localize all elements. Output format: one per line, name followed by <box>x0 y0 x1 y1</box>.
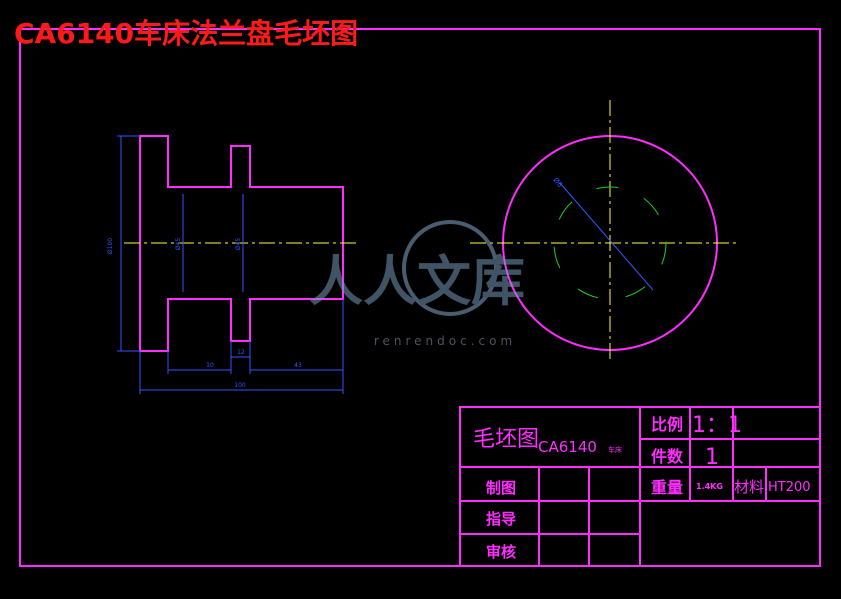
tb-weight-value: 1.4KG <box>696 482 723 491</box>
tb-scale-label: 比例 <box>651 415 683 434</box>
watermark-domain: renrendoc.com <box>374 334 516 348</box>
tb-scale-value: 1：1 <box>692 413 742 438</box>
dim-overall-text: 100 <box>234 382 246 389</box>
dim-12-text: 12 <box>237 349 245 356</box>
front-view: Ø100 Ø45 Ø45 10 12 43 100 <box>107 135 358 394</box>
watermark-logo-ring <box>402 220 498 316</box>
drawing-border <box>19 28 821 567</box>
watermark-chars: 人人文库 <box>309 250 525 313</box>
radial-dim-line <box>559 182 654 291</box>
tb-part-name: CA6140 <box>538 438 597 456</box>
dim-10-text: 10 <box>206 362 214 369</box>
tb-drawing-name: 毛坯图 <box>473 427 539 452</box>
tb-weight-label: 重量 <box>651 478 683 497</box>
dim-height-text: Ø100 <box>107 238 114 254</box>
tb-material-label: 材料 <box>734 478 764 496</box>
tb-review-label: 审核 <box>486 543 516 561</box>
dim-mid1-text: Ø45 <box>175 238 182 251</box>
tb-qty-value: 1 <box>705 445 719 470</box>
bolt-circle <box>553 186 667 300</box>
side-view: Ø6 <box>470 100 740 360</box>
title-block-text: 毛坯图 CA6140 车床 比例 1：1 件数 1 制图 重量 1.4KG 材料… <box>473 413 811 561</box>
tb-material-value: HT200 <box>768 480 811 495</box>
title-block <box>459 406 821 567</box>
watermark: 人人文库 renrendoc.com <box>309 220 525 348</box>
drawing-title: CA6140车床法兰盘毛坯图 <box>14 17 359 50</box>
radial-dim-text: Ø6 <box>551 176 564 189</box>
dim-mid2-text: Ø45 <box>235 238 242 251</box>
tb-part-suffix: 车床 <box>608 445 622 454</box>
tb-drawn-label: 制图 <box>486 479 516 497</box>
dim-43-text: 43 <box>294 362 302 369</box>
tb-qty-label: 件数 <box>651 447 684 466</box>
tb-guide-label: 指导 <box>486 510 516 528</box>
